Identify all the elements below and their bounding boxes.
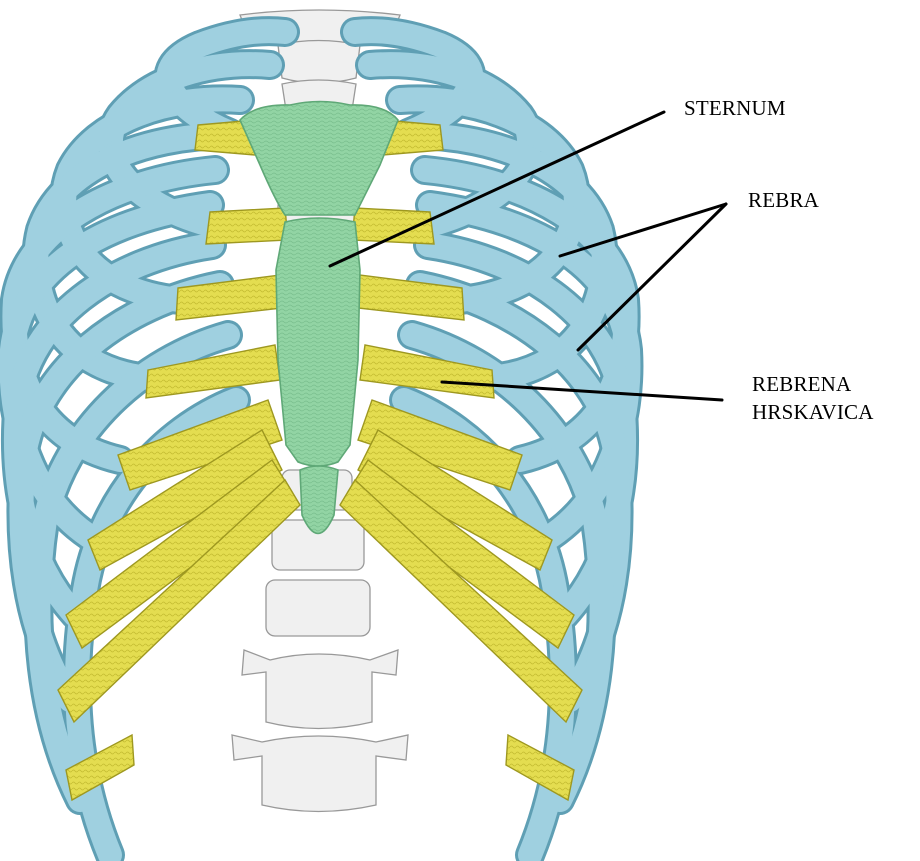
vertebra-l1: [242, 650, 398, 729]
vertebra-t12: [266, 580, 370, 636]
label-sternum: STERNUM: [684, 94, 786, 122]
vertebra-t2: [278, 41, 360, 84]
label-rebra: REBRA: [748, 186, 819, 214]
label-rebrena-line: REBRENA: [752, 370, 874, 398]
label-hrskavica-line: HRSKAVICA: [752, 398, 874, 426]
manubrium: [240, 102, 398, 216]
label-rebrena-hrskavica: REBRENA HRSKAVICA: [752, 370, 874, 426]
vertebra-l2: [232, 735, 408, 812]
sternal-body: [276, 218, 360, 466]
